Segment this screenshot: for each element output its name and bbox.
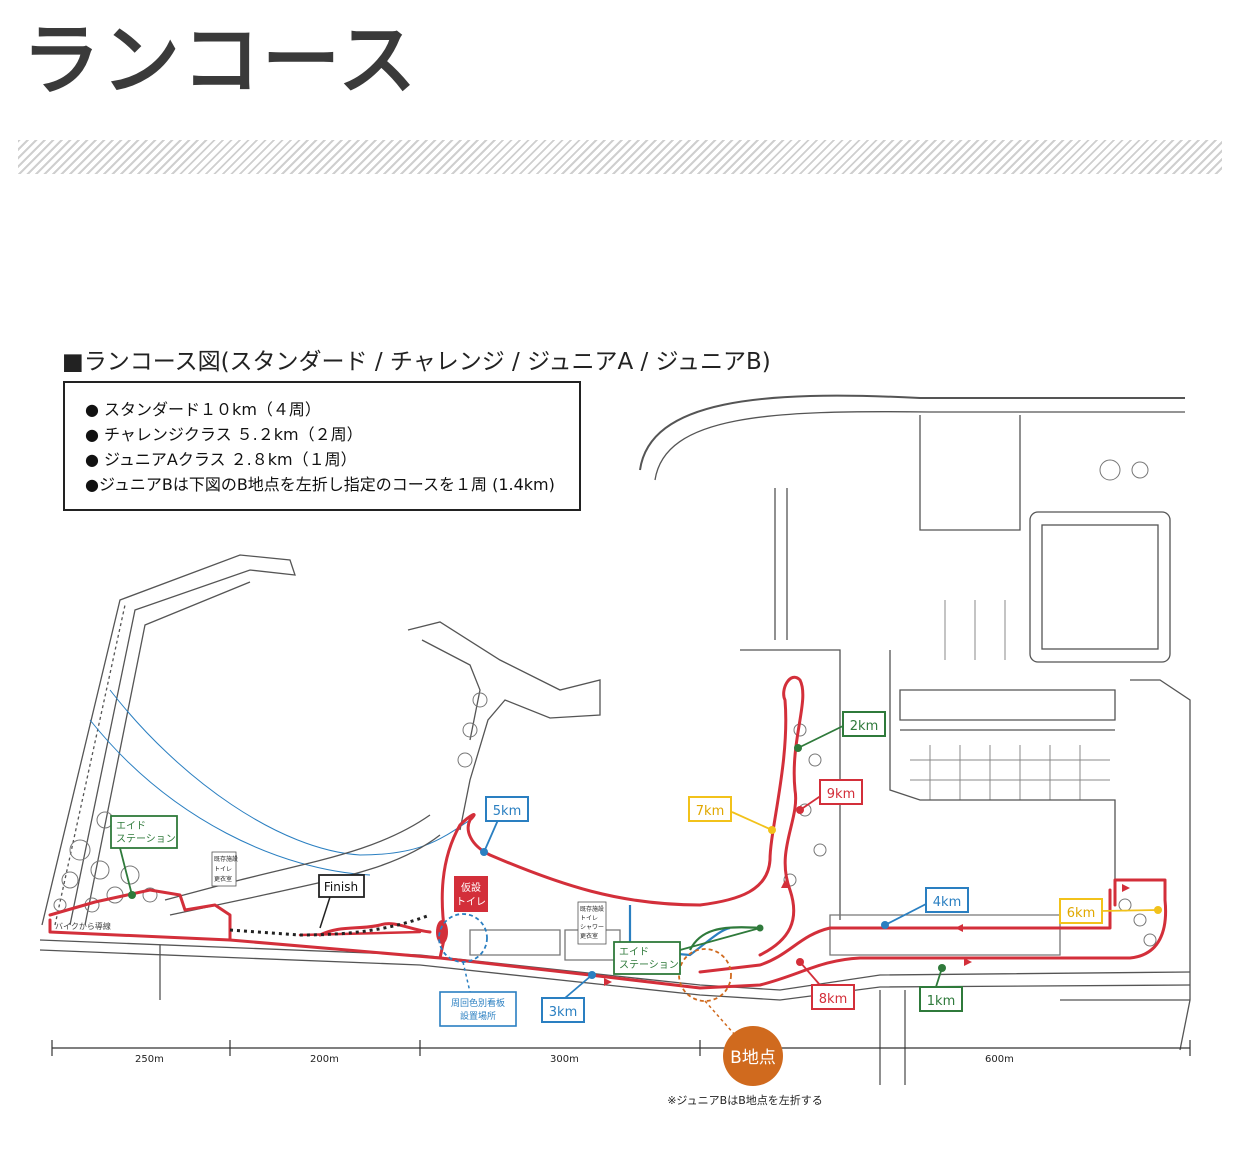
facility-2-line-2: トイレ [580, 915, 598, 922]
marker-9km-label: 9km [827, 787, 855, 802]
temp-toilet-line-1: 仮設 [461, 881, 481, 894]
marker-8km-label: 8km [819, 992, 847, 1007]
aid-station-1-line-2: ステーション [116, 834, 176, 845]
title-divider [18, 140, 1222, 174]
marker-7km: 7km [688, 796, 776, 834]
b-point-marker: B地点 [723, 1026, 783, 1086]
course-legend: ● スタンダード１０km（４周） ● チャレンジクラス ５.２km（２周） ● … [63, 381, 581, 511]
scale-200m: 200m [310, 1054, 339, 1065]
lap-board-line-1: 周回色別看板 [451, 997, 505, 1009]
marker-8km: 8km [796, 958, 855, 1010]
page-title: ランコース [22, 16, 419, 106]
lap-board-label: 周回色別看板 設置場所 [439, 961, 517, 1027]
marker-1km-label: 1km [927, 994, 955, 1009]
scale-300m: 300m [550, 1054, 579, 1065]
scale-600m: 600m [985, 1054, 1014, 1065]
temp-toilet-marker [436, 920, 448, 944]
marker-1km: 1km [919, 964, 963, 1012]
aid-station-2-line-1: エイド [619, 947, 649, 958]
marker-9km: 9km [796, 779, 863, 814]
marker-4km-label: 4km [933, 895, 961, 910]
scale-250m: 250m [135, 1054, 164, 1065]
marker-6km-label: 6km [1067, 906, 1095, 921]
marker-4km: 4km [881, 887, 969, 929]
existing-facility-2: 既存施設 トイレ シャワー 更衣室 [577, 901, 607, 945]
facility-1-line-2: トイレ [214, 866, 232, 873]
b-point-area [678, 948, 732, 1002]
finish-label: Finish [318, 874, 365, 929]
finish-text: Finish [324, 880, 358, 894]
legend-junior-b: ●ジュニアBは下図のB地点を左折し指定のコースを１周 (1.4km) [85, 475, 555, 494]
course-route [48, 676, 1168, 990]
lap-board-line-2: 設置場所 [460, 1010, 496, 1022]
b-point-note: ※ジュニアBはB地点を左折する [667, 1093, 823, 1107]
existing-facility-1: 既存施設 トイレ 更衣室 [211, 851, 238, 887]
marker-3km-label: 3km [549, 1005, 577, 1020]
facility-2-line-1: 既存施設 [580, 905, 604, 913]
direction-arrows [604, 880, 1130, 986]
aid-station-1: エイド ステーション [110, 815, 178, 899]
aid-station-2: エイド ステーション [613, 924, 764, 975]
marker-5km: 5km [480, 796, 529, 856]
map-heading: ■ランコース図(スタンダード / チャレンジ / ジュニアA / ジュニアB) [62, 349, 771, 375]
b-point-label: B地点 [730, 1048, 776, 1068]
vegetation [53, 459, 1157, 947]
marker-5km-label: 5km [493, 804, 521, 819]
scale-bar [51, 1040, 1191, 1056]
temp-toilet-line-2: トイレ [456, 897, 486, 908]
facility-1-line-1: 既存施設 [214, 855, 238, 863]
legend-standard: ● スタンダード１０km（４周） [85, 400, 321, 419]
marker-6km: 6km [1059, 898, 1162, 924]
legend-challenge: ● チャレンジクラス ５.２km（２周） [85, 425, 363, 444]
legend-junior-a: ● ジュニアAクラス ２.８km（１周） [85, 450, 357, 469]
marker-7km-label: 7km [696, 804, 724, 819]
from-bike-label: バイクから導線 [55, 921, 111, 931]
facility-1-line-3: 更衣室 [214, 875, 232, 883]
facility-2-line-3: シャワー [580, 924, 604, 931]
aid-station-1-line-1: エイド [116, 821, 146, 832]
temp-toilet-label: 仮設 トイレ [454, 876, 488, 912]
marker-2km: 2km [794, 711, 886, 752]
facility-2-line-4: 更衣室 [580, 932, 598, 940]
aid-station-2-line-2: ステーション [619, 960, 679, 971]
marker-2km-label: 2km [850, 719, 878, 734]
bike-transition-line [229, 913, 431, 937]
marker-3km: 3km [541, 971, 596, 1023]
